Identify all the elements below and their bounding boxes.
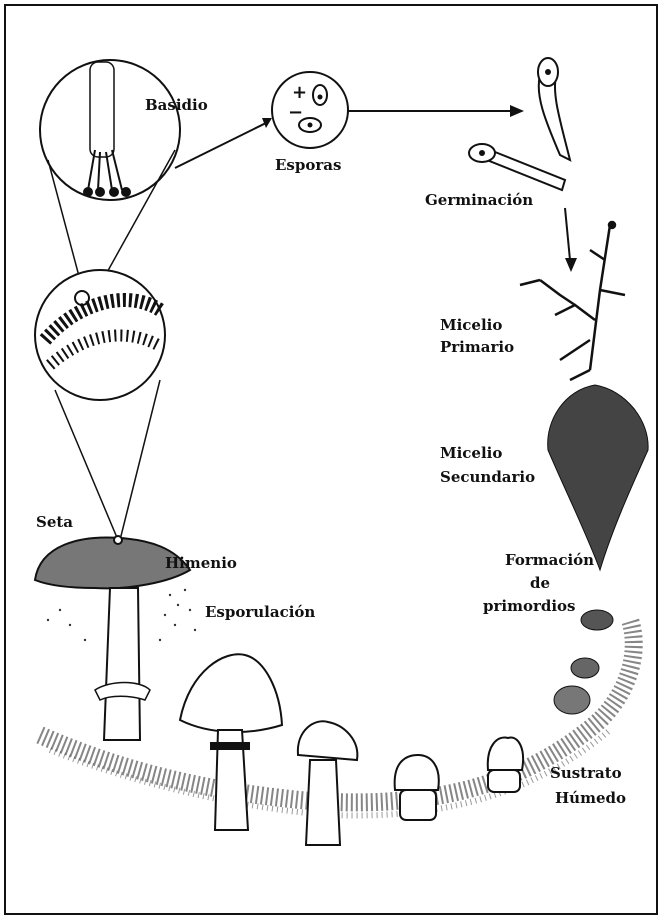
label-formacion-2: de <box>530 574 550 592</box>
label-formacion-1: Formación <box>505 551 594 569</box>
germinating-spores: Germinación <box>425 58 570 209</box>
label-sustrato-1: Sustrato <box>550 764 622 782</box>
label-himenio: Himenio <box>165 554 237 572</box>
label-formacion-3: primordios <box>483 597 576 615</box>
label-esporas: Esporas <box>275 156 341 174</box>
small-mushroom <box>395 755 439 820</box>
basidium-circle: Basidio <box>40 60 208 200</box>
spore-plus-sign: + <box>292 82 307 103</box>
gill-section-circle <box>35 270 165 400</box>
label-micelio-secundario-2: Secundario <box>440 468 535 486</box>
primary-mycelium: Micelio Primario <box>440 222 625 380</box>
label-basidio: Basidio <box>145 96 208 114</box>
label-seta: Seta <box>36 513 73 531</box>
secondary-mycelium: Micelio Secundario <box>440 385 648 570</box>
spores-circle: + − Esporas <box>272 72 348 174</box>
label-sustrato-2: Húmedo <box>555 789 626 807</box>
label-micelio-secundario-1: Micelio <box>440 444 502 462</box>
young-primordia: Sustrato Húmedo <box>488 658 626 807</box>
label-micelio-primario-2: Primario <box>440 338 514 356</box>
label-germinacion: Germinación <box>425 191 533 209</box>
primordia-formation: Formación de primordios <box>483 551 613 630</box>
label-esporulacion: Esporulación <box>205 603 315 621</box>
medium-mushroom <box>298 721 358 845</box>
label-micelio-primario-1: Micelio <box>440 316 502 334</box>
